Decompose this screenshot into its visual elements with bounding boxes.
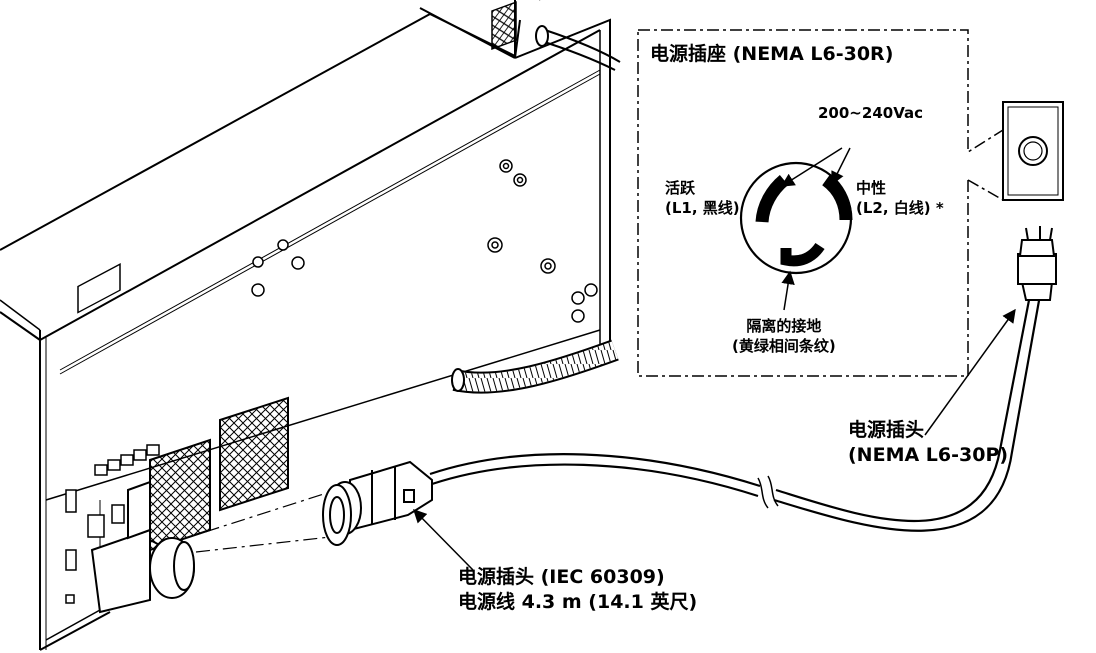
connector-pin-block [491, 1, 517, 50]
neutral-slot [821, 174, 853, 221]
ground-slot [780, 242, 825, 267]
voltage-label: 200~240Vac [818, 104, 923, 122]
power-switch-panel [65, 489, 125, 604]
instrument-cabinet [0, 0, 611, 651]
alignment-lines [179, 491, 349, 553]
fan-grills [149, 396, 289, 552]
panel-label-plate [77, 263, 121, 314]
live-name: 活跃 [665, 179, 696, 197]
iec-plug-label: 电源插头 (IEC 60309) 电源线 4.3 m (14.1 英尺) [458, 565, 697, 615]
ground-label: 隔离的接地 (黄绿相间条纹) [732, 316, 836, 356]
callout-leaders [413, 308, 1016, 571]
nema-plug-model: (NEMA L6-30P) [848, 444, 1009, 466]
indicator-row [94, 444, 160, 476]
inset-arrows [780, 147, 851, 311]
cord-length: 电源线 4.3 m (14.1 英尺) [458, 591, 698, 613]
inset-title: 电源插座 (NEMA L6-30R) [650, 43, 894, 65]
iec-inlet-assembly [90, 480, 195, 614]
power-cord [429, 294, 1042, 532]
ground-name: 隔离的接地 [746, 317, 822, 335]
wall-receptacle [1002, 101, 1064, 201]
neutral-detail: (L2, 白线) * [856, 199, 944, 217]
ground-detail: (黄绿相间条纹) [732, 337, 836, 355]
nema-plug-label: 电源插头 (NEMA L6-30P) [848, 418, 1008, 468]
live-detail: (L1, 黑线) [665, 199, 740, 217]
nema-l6-30p-plug [1017, 226, 1057, 301]
rear-cable-loop [537, 29, 621, 71]
coiled-hose [451, 339, 619, 394]
iec-plug-name: 电源插头 (IEC 60309) [458, 566, 665, 588]
nema-plug-name: 电源插头 [848, 419, 925, 441]
neutral-label: 中性 (L2, 白线) * [856, 178, 944, 218]
live-label: 活跃 (L1, 黑线) [665, 178, 740, 218]
rear-connectors [251, 159, 598, 323]
neutral-name: 中性 [856, 179, 887, 197]
inset-callout-frame [637, 29, 1004, 377]
iec-60309-plug [322, 460, 433, 546]
